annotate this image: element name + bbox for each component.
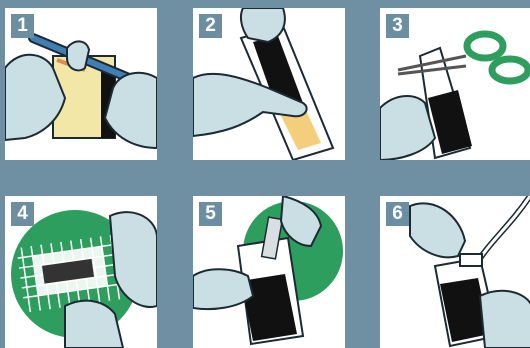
step-number-badge: 4 — [11, 202, 34, 226]
step-panel-5: 5 — [193, 196, 345, 348]
step-panel-2: 2 — [193, 8, 345, 160]
step-panel-3: 3 — [380, 8, 530, 160]
step-number-badge: 6 — [386, 202, 409, 226]
step-number-badge: 5 — [199, 202, 222, 226]
step-panel-4: 4 — [5, 196, 157, 348]
step-number-badge: 2 — [199, 14, 222, 38]
step-panel-1: 1 — [5, 8, 157, 160]
step-panel-6: 6 — [380, 196, 530, 348]
step-number-badge: 3 — [386, 14, 409, 38]
step-number-badge: 1 — [11, 14, 34, 38]
